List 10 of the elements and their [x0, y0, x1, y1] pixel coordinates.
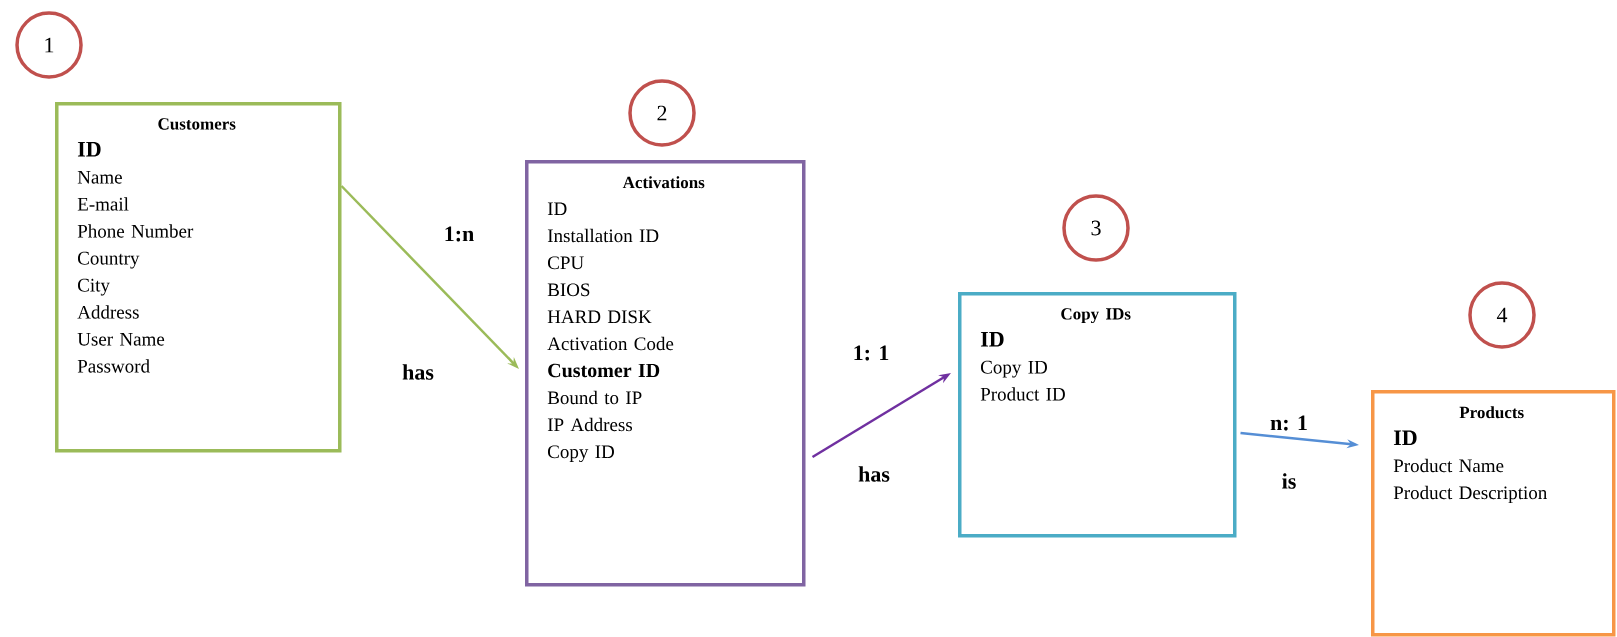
edge-label: n: 1 — [1269, 414, 1309, 432]
table-box: Products ID Product Name Product Description — [1371, 390, 1616, 637]
relationship-label: has — [402, 364, 434, 380]
relationship-label: is — [1282, 473, 1296, 489]
table-box: Customers ID Name E-mail Phone Number Country City Address User Name Password — [55, 102, 342, 453]
table-box: Copy IDs ID Copy ID Product ID — [958, 292, 1237, 538]
table-box: Activations ID Installation ID CPU BIOS HARD DISK Activation Code Customer ID Bound to IP IP Address Copy ID — [525, 160, 806, 587]
edge-label: 1:n — [442, 225, 476, 243]
relationship-label: has — [858, 466, 890, 482]
edge-label: 1: 1 — [851, 344, 891, 362]
